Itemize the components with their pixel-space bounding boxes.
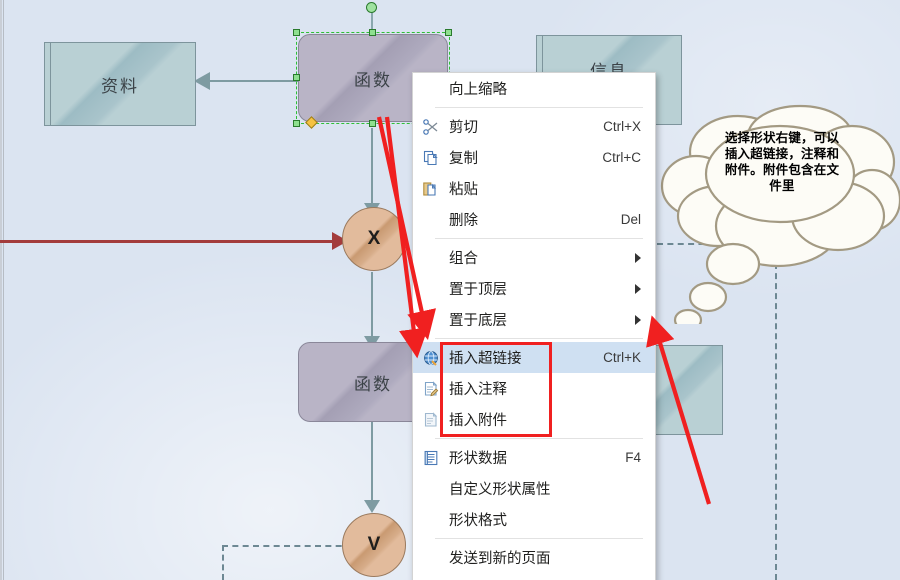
menu-item-9[interactable]: 置于底层: [413, 304, 655, 335]
menu-item-19[interactable]: 发送到新的页面: [413, 542, 655, 573]
menu-separator: [435, 438, 643, 439]
menu-item-label: 发送到新的页面: [449, 551, 551, 567]
chevron-right-icon: [629, 314, 655, 325]
menu-item-3[interactable]: 复制 Ctrl+C: [413, 142, 655, 173]
menu-item-13[interactable]: 插入附件: [413, 404, 655, 435]
menu-item-label: 形状数据: [449, 451, 507, 467]
document-spine: [50, 43, 51, 125]
connector-function-to-v: [371, 422, 373, 504]
callout-line-1: 选择形状右键，可以: [724, 131, 840, 145]
menu-item-label: 置于顶层: [449, 282, 507, 298]
menu-item-5[interactable]: 删除 Del: [413, 204, 655, 235]
menu-item-no-icon: [413, 473, 449, 504]
menu-item-label: 形状格式: [449, 513, 507, 529]
connector-function-to-data: [210, 80, 302, 82]
connector-function-to-x: [371, 128, 373, 206]
incoming-red-connector: [0, 240, 342, 243]
menu-item-8[interactable]: 置于顶层: [413, 273, 655, 304]
connector-x-to-function: [371, 272, 373, 340]
menu-separator: [435, 538, 643, 539]
menu-item-0[interactable]: 向上缩略: [413, 73, 655, 104]
menu-item-no-icon: [413, 504, 449, 535]
menu-item-2[interactable]: 剪切 Ctrl+X: [413, 111, 655, 142]
resize-handle-ne[interactable]: [445, 29, 452, 36]
menu-item-no-icon: [413, 73, 449, 104]
menu-item-no-icon: [413, 242, 449, 273]
menu-item-label: 置于底层: [449, 313, 507, 329]
menu-item-17[interactable]: 形状格式: [413, 504, 655, 535]
menu-item-label: 剪切: [449, 120, 478, 136]
menu-item-accelerator: Ctrl+K: [603, 350, 641, 365]
menu-item-16[interactable]: 自定义形状属性: [413, 473, 655, 504]
shape-x-node[interactable]: X: [342, 207, 406, 271]
shape-function-top-label: 函数: [354, 70, 392, 90]
menu-item-no-icon: [413, 304, 449, 335]
menu-item-accelerator: F4: [625, 450, 641, 465]
menu-separator: [435, 238, 643, 239]
comment-icon: [413, 373, 449, 404]
chevron-right-icon: [629, 252, 655, 263]
menu-item-accelerator: Ctrl+X: [603, 119, 641, 134]
menu-separator: [435, 107, 643, 108]
attachment-icon: [413, 404, 449, 435]
callout-line-2: 插入超链接，注释和: [724, 147, 840, 161]
menu-item-no-icon: [413, 573, 449, 580]
page-edge-outer: [0, 0, 2, 580]
callout-line-3: 附件。附件包含在文: [724, 163, 840, 177]
menu-separator: [435, 338, 643, 339]
resize-handle-w[interactable]: [293, 74, 300, 81]
menu-item-accelerator: Del: [620, 212, 641, 227]
dashed-guide-right: [775, 243, 777, 580]
cloud-shape-svg: [660, 104, 900, 332]
callout-text: 选择形状右键，可以 插入超链接，注释和 附件。附件包含在文 件里: [682, 130, 882, 194]
shape-data-label: 资料: [101, 76, 139, 96]
menu-item-no-icon: [413, 542, 449, 573]
resize-handle-sw[interactable]: [293, 120, 300, 127]
page-edge-inner: [3, 0, 4, 580]
insert-group-highlight-box: [440, 342, 552, 437]
menu-item-20[interactable]: 鼠标点击事件映射: [413, 573, 655, 580]
shape-function-mid-label: 函数: [354, 374, 392, 394]
menu-item-7[interactable]: 组合: [413, 242, 655, 273]
menu-item-label: 插入注释: [449, 382, 507, 398]
menu-item-label: 向上缩略: [449, 82, 507, 98]
scissors-icon: [413, 111, 449, 142]
menu-item-12[interactable]: 插入注释: [413, 373, 655, 404]
connector-arrowhead-left: [194, 72, 210, 90]
menu-item-label: 自定义形状属性: [449, 482, 551, 498]
chevron-right-icon: [629, 283, 655, 294]
callout-line-4: 件里: [769, 179, 795, 193]
menu-item-label: 插入超链接: [449, 351, 522, 367]
dashed-guide-bottom-left: [222, 545, 224, 580]
menu-item-no-icon: [413, 273, 449, 304]
shape-v-node[interactable]: V: [342, 513, 406, 577]
context-menu[interactable]: 向上缩略 剪切 Ctrl+X 复制 Ctrl+C 粘贴删除 Del 组合置于顶层置于底层…: [412, 72, 656, 580]
paste-icon: [413, 173, 449, 204]
menu-item-label: 复制: [449, 151, 478, 167]
dashed-guide-bottom: [222, 545, 352, 547]
menu-item-4[interactable]: 粘贴: [413, 173, 655, 204]
menu-item-accelerator: Ctrl+C: [602, 150, 641, 165]
callout-cloud: 选择形状右键，可以 插入超链接，注释和 附件。附件包含在文 件里: [660, 104, 900, 332]
menu-item-11[interactable]: 插入超链接 Ctrl+K: [413, 342, 655, 373]
rotation-stem: [371, 8, 373, 30]
menu-item-label: 删除: [449, 213, 478, 229]
shapedata-icon: [413, 442, 449, 473]
menu-item-label: 插入附件: [449, 413, 507, 429]
resize-handle-n[interactable]: [369, 29, 376, 36]
connector-arrowhead-v: [364, 500, 380, 513]
resize-handle-s[interactable]: [369, 120, 376, 127]
rotation-handle[interactable]: [366, 2, 377, 13]
menu-item-15[interactable]: 形状数据 F4: [413, 442, 655, 473]
menu-item-label: 粘贴: [449, 182, 478, 198]
resize-handle-nw[interactable]: [293, 29, 300, 36]
shape-data[interactable]: 资料: [44, 42, 196, 126]
copy-icon: [413, 142, 449, 173]
menu-item-label: 组合: [449, 251, 478, 267]
menu-item-no-icon: [413, 204, 449, 235]
